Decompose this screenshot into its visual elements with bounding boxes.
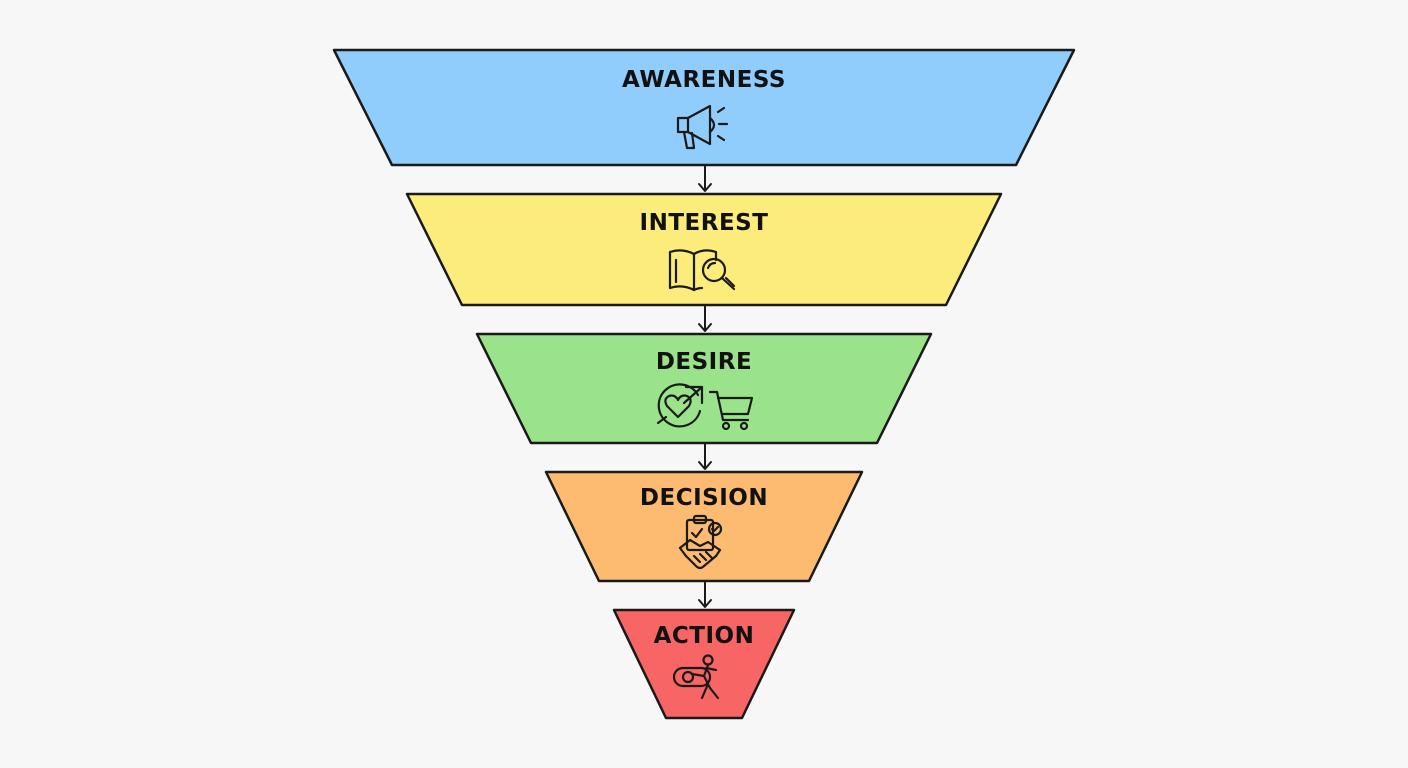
stage-interest-label: INTEREST	[640, 210, 769, 236]
stage-desire: DESIRE	[475, 332, 933, 445]
stage-decision-label: DECISION	[640, 485, 768, 511]
stage-action-label: ACTION	[654, 623, 755, 649]
book-magnifier-icon	[668, 249, 736, 292]
stage-decision-shape	[544, 470, 864, 583]
stage-decision: DECISION	[544, 470, 864, 583]
person-pushing-button-icon	[672, 654, 720, 700]
connector-interest-desire	[698, 305, 712, 332]
stage-awareness: AWARENESS	[332, 48, 1076, 167]
stage-awareness-shape	[332, 48, 1076, 167]
stage-desire-shape	[475, 332, 933, 445]
stage-desire-label: DESIRE	[656, 349, 752, 375]
connector-decision-action	[698, 581, 712, 608]
clipboard-handshake-icon	[678, 514, 723, 570]
connector-desire-decision	[698, 443, 712, 470]
stage-interest: INTEREST	[405, 192, 1003, 307]
stage-action: ACTION	[612, 608, 796, 720]
megaphone-icon	[676, 104, 729, 150]
heart-cycle-cart-icon	[656, 383, 704, 428]
stage-action-shape	[612, 608, 796, 720]
cart-icon	[708, 390, 754, 431]
connector-awareness-interest	[698, 165, 712, 192]
stage-awareness-label: AWARENESS	[622, 67, 786, 93]
